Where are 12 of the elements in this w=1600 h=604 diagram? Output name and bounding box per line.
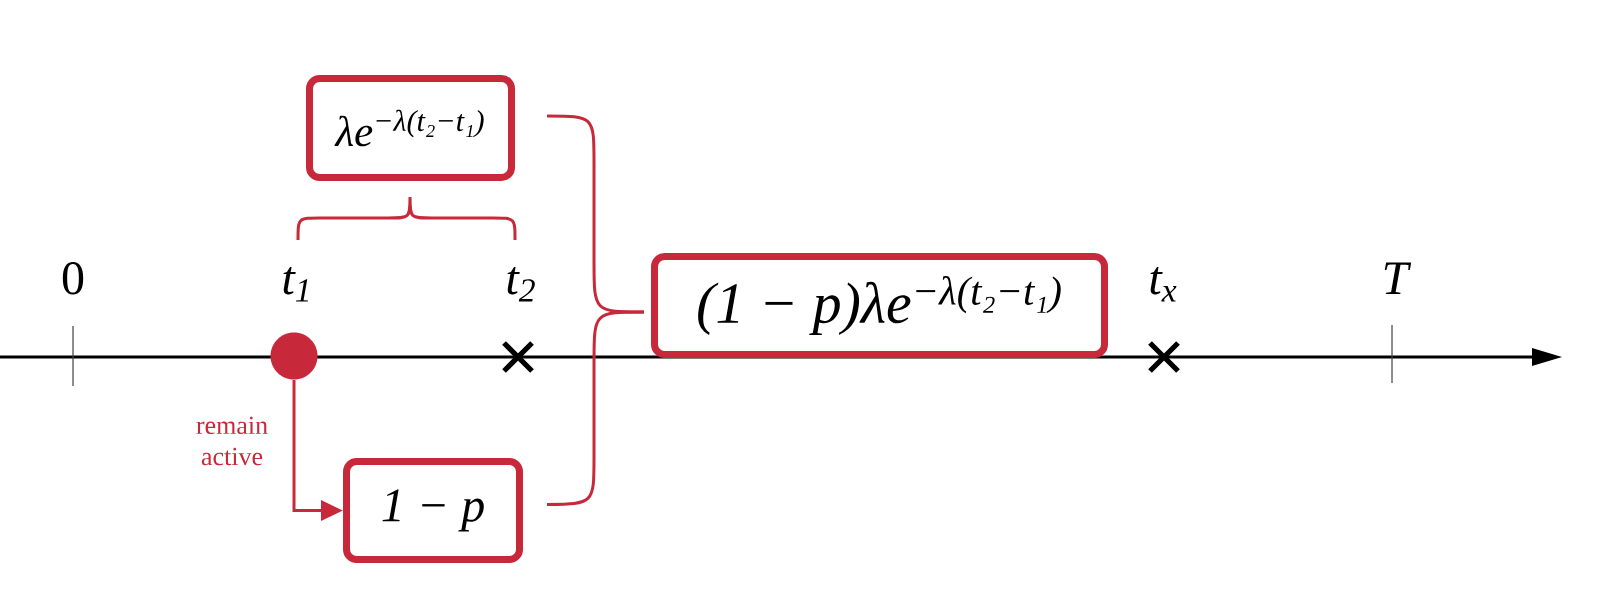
axis-label: t$_{2}$: [507, 267, 535, 302]
axis-label: 0: [62, 262, 84, 295]
axis-label: T: [1384, 262, 1412, 294]
formula-box: (1 − p)λe$^{−λ(t₂−t₁)}$: [651, 253, 1108, 358]
axis-label: t$_{x}$: [1150, 267, 1177, 302]
curly-brace: [547, 114, 644, 314]
formula-box: 1 − p: [343, 458, 523, 563]
curly-brace: [547, 310, 644, 506]
axis-label: t$_{1}$: [283, 267, 308, 302]
edge-label: remain active: [196, 416, 268, 466]
formula-box: λe$^{−λ(t₂−t₁)}$: [306, 75, 515, 181]
event-dot: [270, 332, 318, 380]
